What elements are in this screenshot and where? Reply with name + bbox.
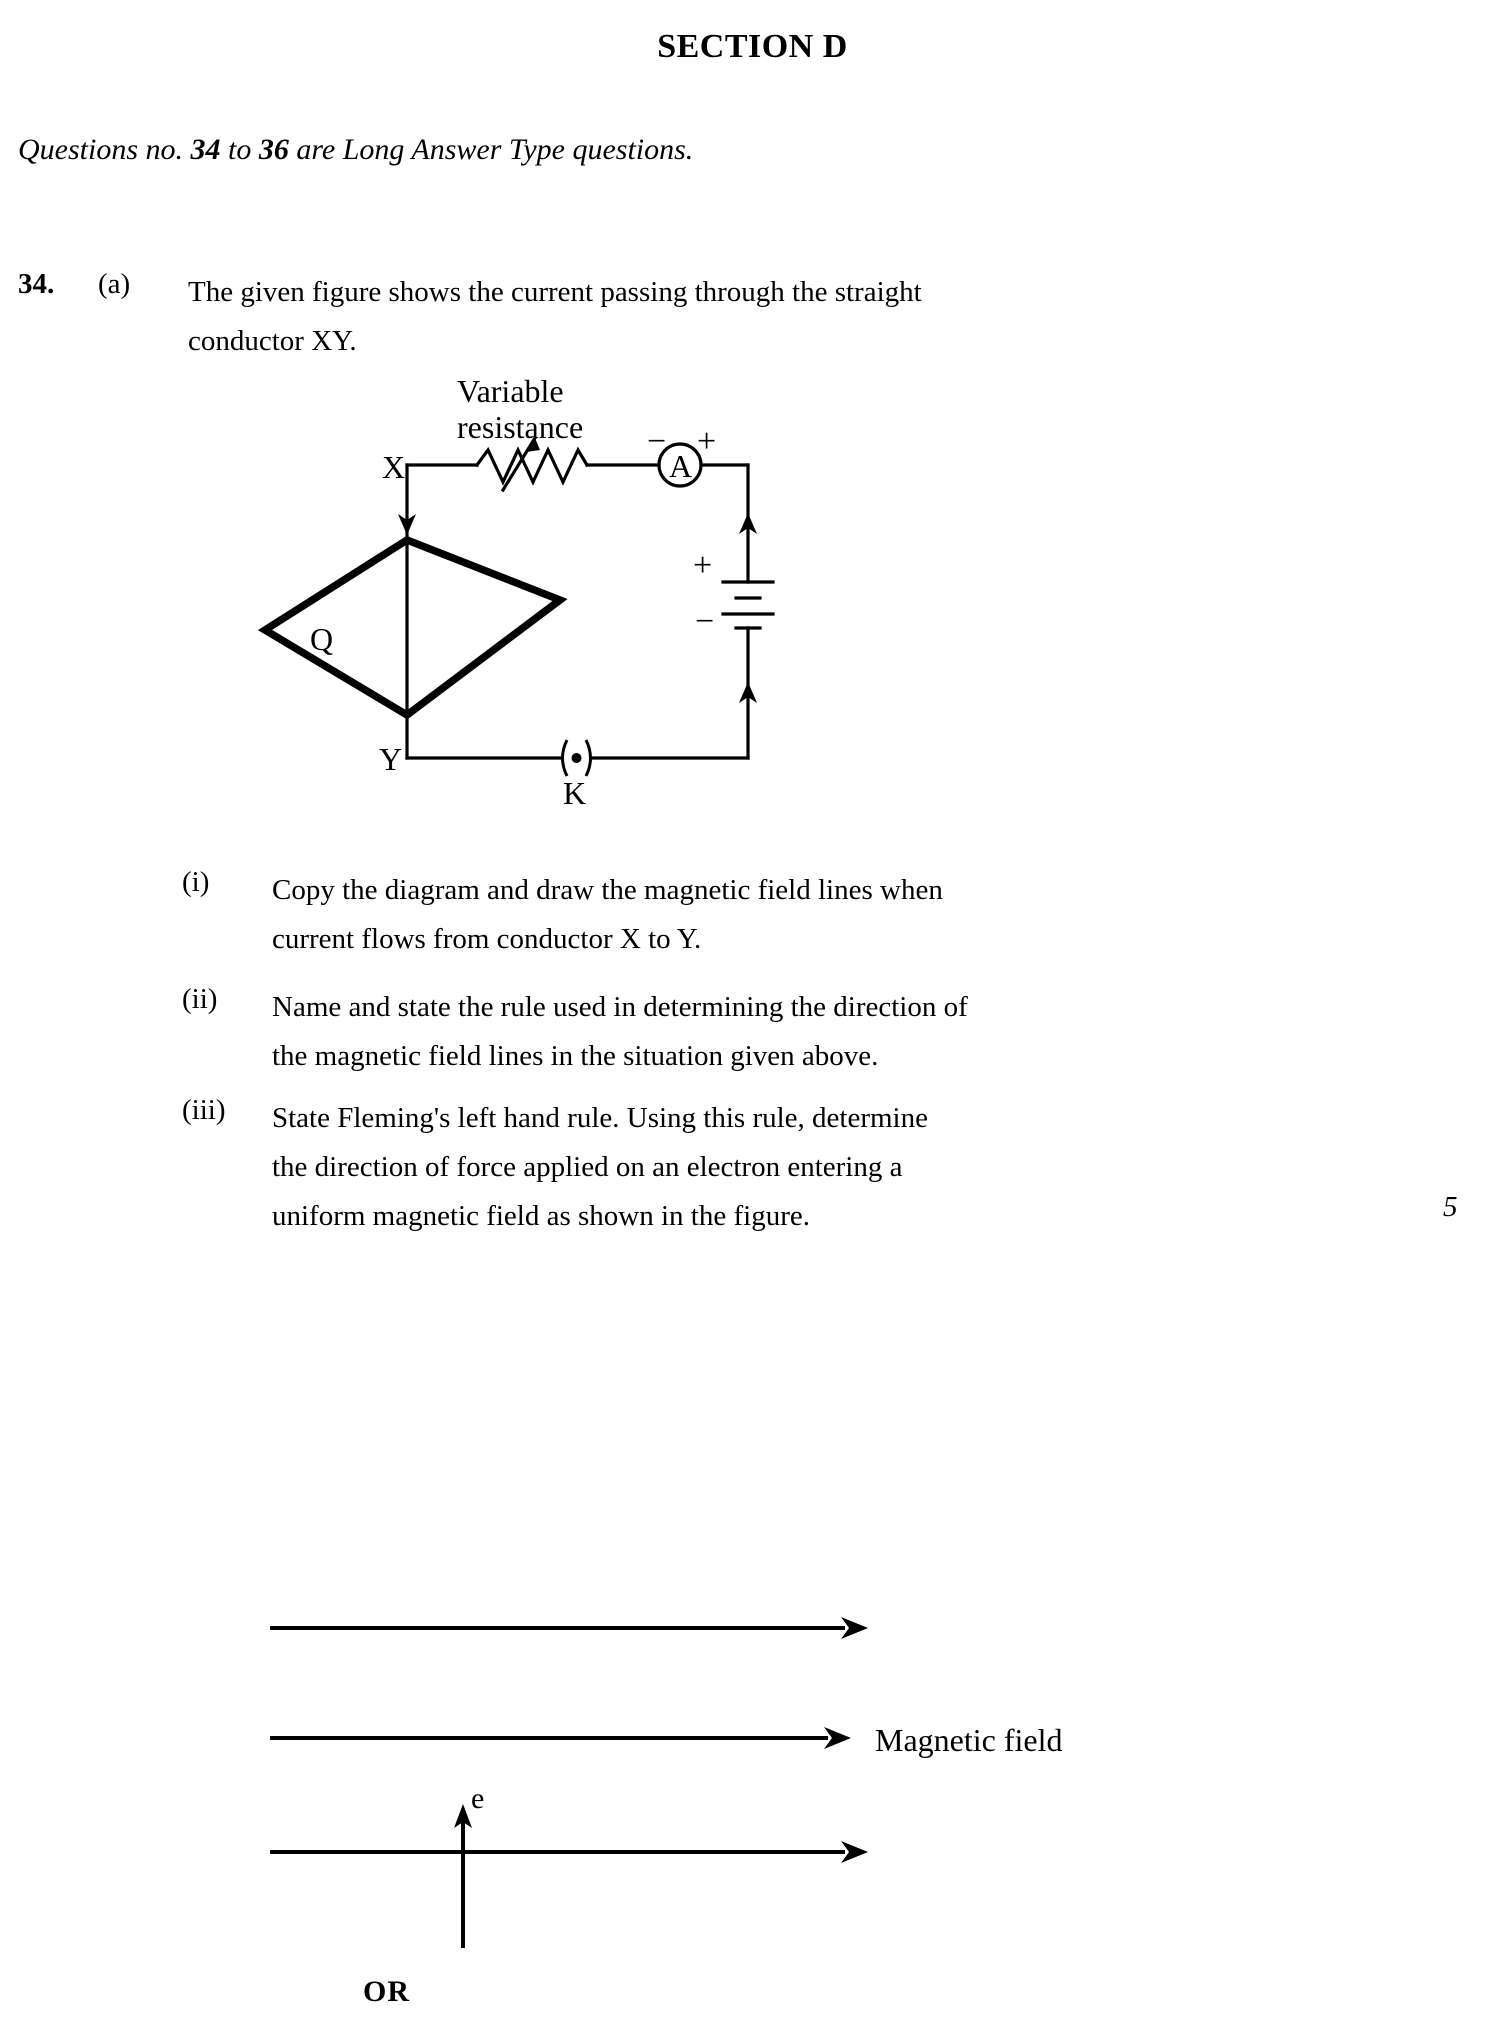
question-stem-line-2: conductor XY. bbox=[188, 325, 357, 357]
sub-item-iii-body: State Fleming's left hand rule. Using th… bbox=[272, 1094, 1077, 1241]
current-arrow-conductor-xy bbox=[398, 514, 416, 535]
sub-item-ii-line-2: the magnetic field lines in the situatio… bbox=[272, 1040, 879, 1072]
instruction-range-end: 36 bbox=[258, 133, 289, 166]
plane-q-label: Q bbox=[310, 621, 333, 657]
question-number: 34. bbox=[18, 268, 55, 300]
switch-left-bracket bbox=[561, 739, 569, 777]
field-line-3-arrowhead bbox=[841, 1841, 868, 1863]
variable-resistance-label-line1: Variable bbox=[457, 373, 564, 409]
circuit-diagram-svg: Variable resistance X A − + bbox=[257, 373, 775, 811]
marks-indicator: 5 bbox=[1443, 1191, 1458, 1223]
instruction-prefix: Questions no. bbox=[18, 133, 191, 166]
sub-item-ii-line-1: Name and state the rule used in determin… bbox=[272, 991, 968, 1023]
field-line-2-arrowhead bbox=[824, 1727, 851, 1749]
magnetic-field-svg: Magnetic field e bbox=[270, 1617, 1062, 1948]
terminal-y-label: Y bbox=[379, 741, 402, 777]
rheostat-arrow-head bbox=[526, 438, 540, 452]
sub-item-ii-body: Name and state the rule used in determin… bbox=[272, 983, 1077, 1081]
magnetic-field-label: Magnetic field bbox=[875, 1722, 1062, 1758]
current-arrow-right-upper bbox=[739, 513, 757, 534]
sub-item-iii-line-2: the direction of force applied on an ele… bbox=[272, 1151, 903, 1183]
instruction-line: Questions no. 34 to 36 are Long Answer T… bbox=[18, 133, 693, 167]
sub-item-i-line-1: Copy the diagram and draw the magnetic f… bbox=[272, 874, 943, 906]
sub-item-i-line-2: current flows from conductor X to Y. bbox=[272, 923, 702, 955]
current-arrow-right-lower bbox=[739, 682, 757, 703]
instruction-range-start: 34 bbox=[190, 133, 221, 166]
or-separator: OR bbox=[363, 1975, 410, 2008]
electron-velocity-arrowhead bbox=[454, 1804, 472, 1828]
sub-item-i-body: Copy the diagram and draw the magnetic f… bbox=[272, 866, 1077, 964]
magnetic-field-figure: Magnetic field e bbox=[255, 1596, 1155, 1976]
variable-resistor-symbol bbox=[474, 446, 590, 486]
switch-k-label: K bbox=[563, 775, 586, 811]
sub-item-iii-label: (iii) bbox=[182, 1094, 226, 1126]
section-heading: SECTION D bbox=[657, 28, 848, 65]
ammeter-letter: A bbox=[669, 448, 692, 484]
instruction-range-mid: to bbox=[220, 133, 259, 166]
cardboard-plane-q bbox=[257, 535, 568, 720]
sub-item-i-label: (i) bbox=[182, 866, 210, 898]
terminal-x-label: X bbox=[382, 449, 405, 485]
question-stem-line-1: The given figure shows the current passi… bbox=[188, 276, 922, 308]
field-line-1-arrowhead bbox=[841, 1617, 868, 1639]
sub-item-iii-line-1: State Fleming's left hand rule. Using th… bbox=[272, 1102, 928, 1134]
question-stem: The given figure shows the current passi… bbox=[188, 268, 1078, 366]
sub-item-iii-line-3: uniform magnetic field as shown in the f… bbox=[272, 1200, 810, 1232]
ammeter-plus-terminal: + bbox=[697, 423, 716, 460]
sub-item-ii-label: (ii) bbox=[182, 983, 218, 1015]
switch-right-bracket bbox=[584, 739, 592, 777]
battery-plus-label: + bbox=[693, 547, 712, 584]
electron-label: e bbox=[471, 1782, 484, 1815]
ammeter-minus-terminal: − bbox=[647, 423, 666, 460]
question-part-label: (a) bbox=[98, 268, 131, 300]
instruction-suffix: are Long Answer Type questions. bbox=[288, 133, 694, 166]
switch-contact-dot bbox=[571, 753, 582, 763]
circuit-diagram: Variable resistance X A − + bbox=[255, 360, 1095, 820]
variable-resistance-label-line2: resistance bbox=[457, 409, 583, 445]
battery-minus-label: − bbox=[695, 603, 714, 640]
